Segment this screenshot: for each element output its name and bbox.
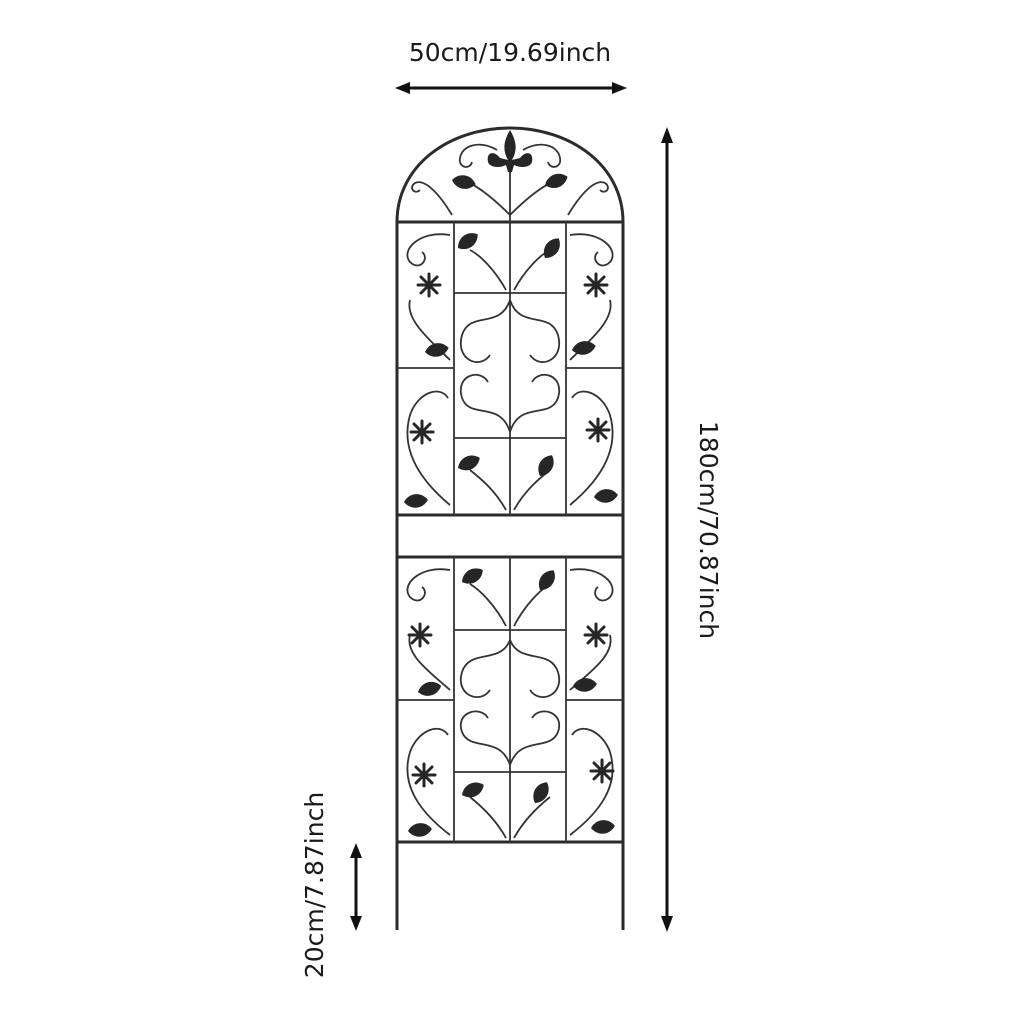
width-arrow-left-head <box>395 82 410 94</box>
stake-dimension: 20cm/7.87inch <box>300 792 362 978</box>
upper-panel <box>397 222 623 515</box>
height-label: 180cm/70.87inch <box>694 421 723 639</box>
garden-trellis <box>395 126 625 930</box>
stake-label: 20cm/7.87inch <box>300 792 329 978</box>
trellis-outer-frame <box>395 126 625 930</box>
fleur-de-lis-icon <box>487 130 533 172</box>
lower-panel <box>397 557 623 842</box>
stake-arrow-bottom-head <box>350 916 362 931</box>
width-label: 50cm/19.69inch <box>409 38 611 67</box>
width-dimension: 50cm/19.69inch <box>395 38 627 94</box>
height-dimension: 180cm/70.87inch <box>661 127 723 932</box>
width-arrow-right-head <box>612 82 627 94</box>
stake-arrow-top-head <box>350 843 362 858</box>
height-arrow-top-head <box>661 127 673 143</box>
arch-decoration <box>411 130 609 222</box>
height-arrow-bottom-head <box>661 916 673 932</box>
